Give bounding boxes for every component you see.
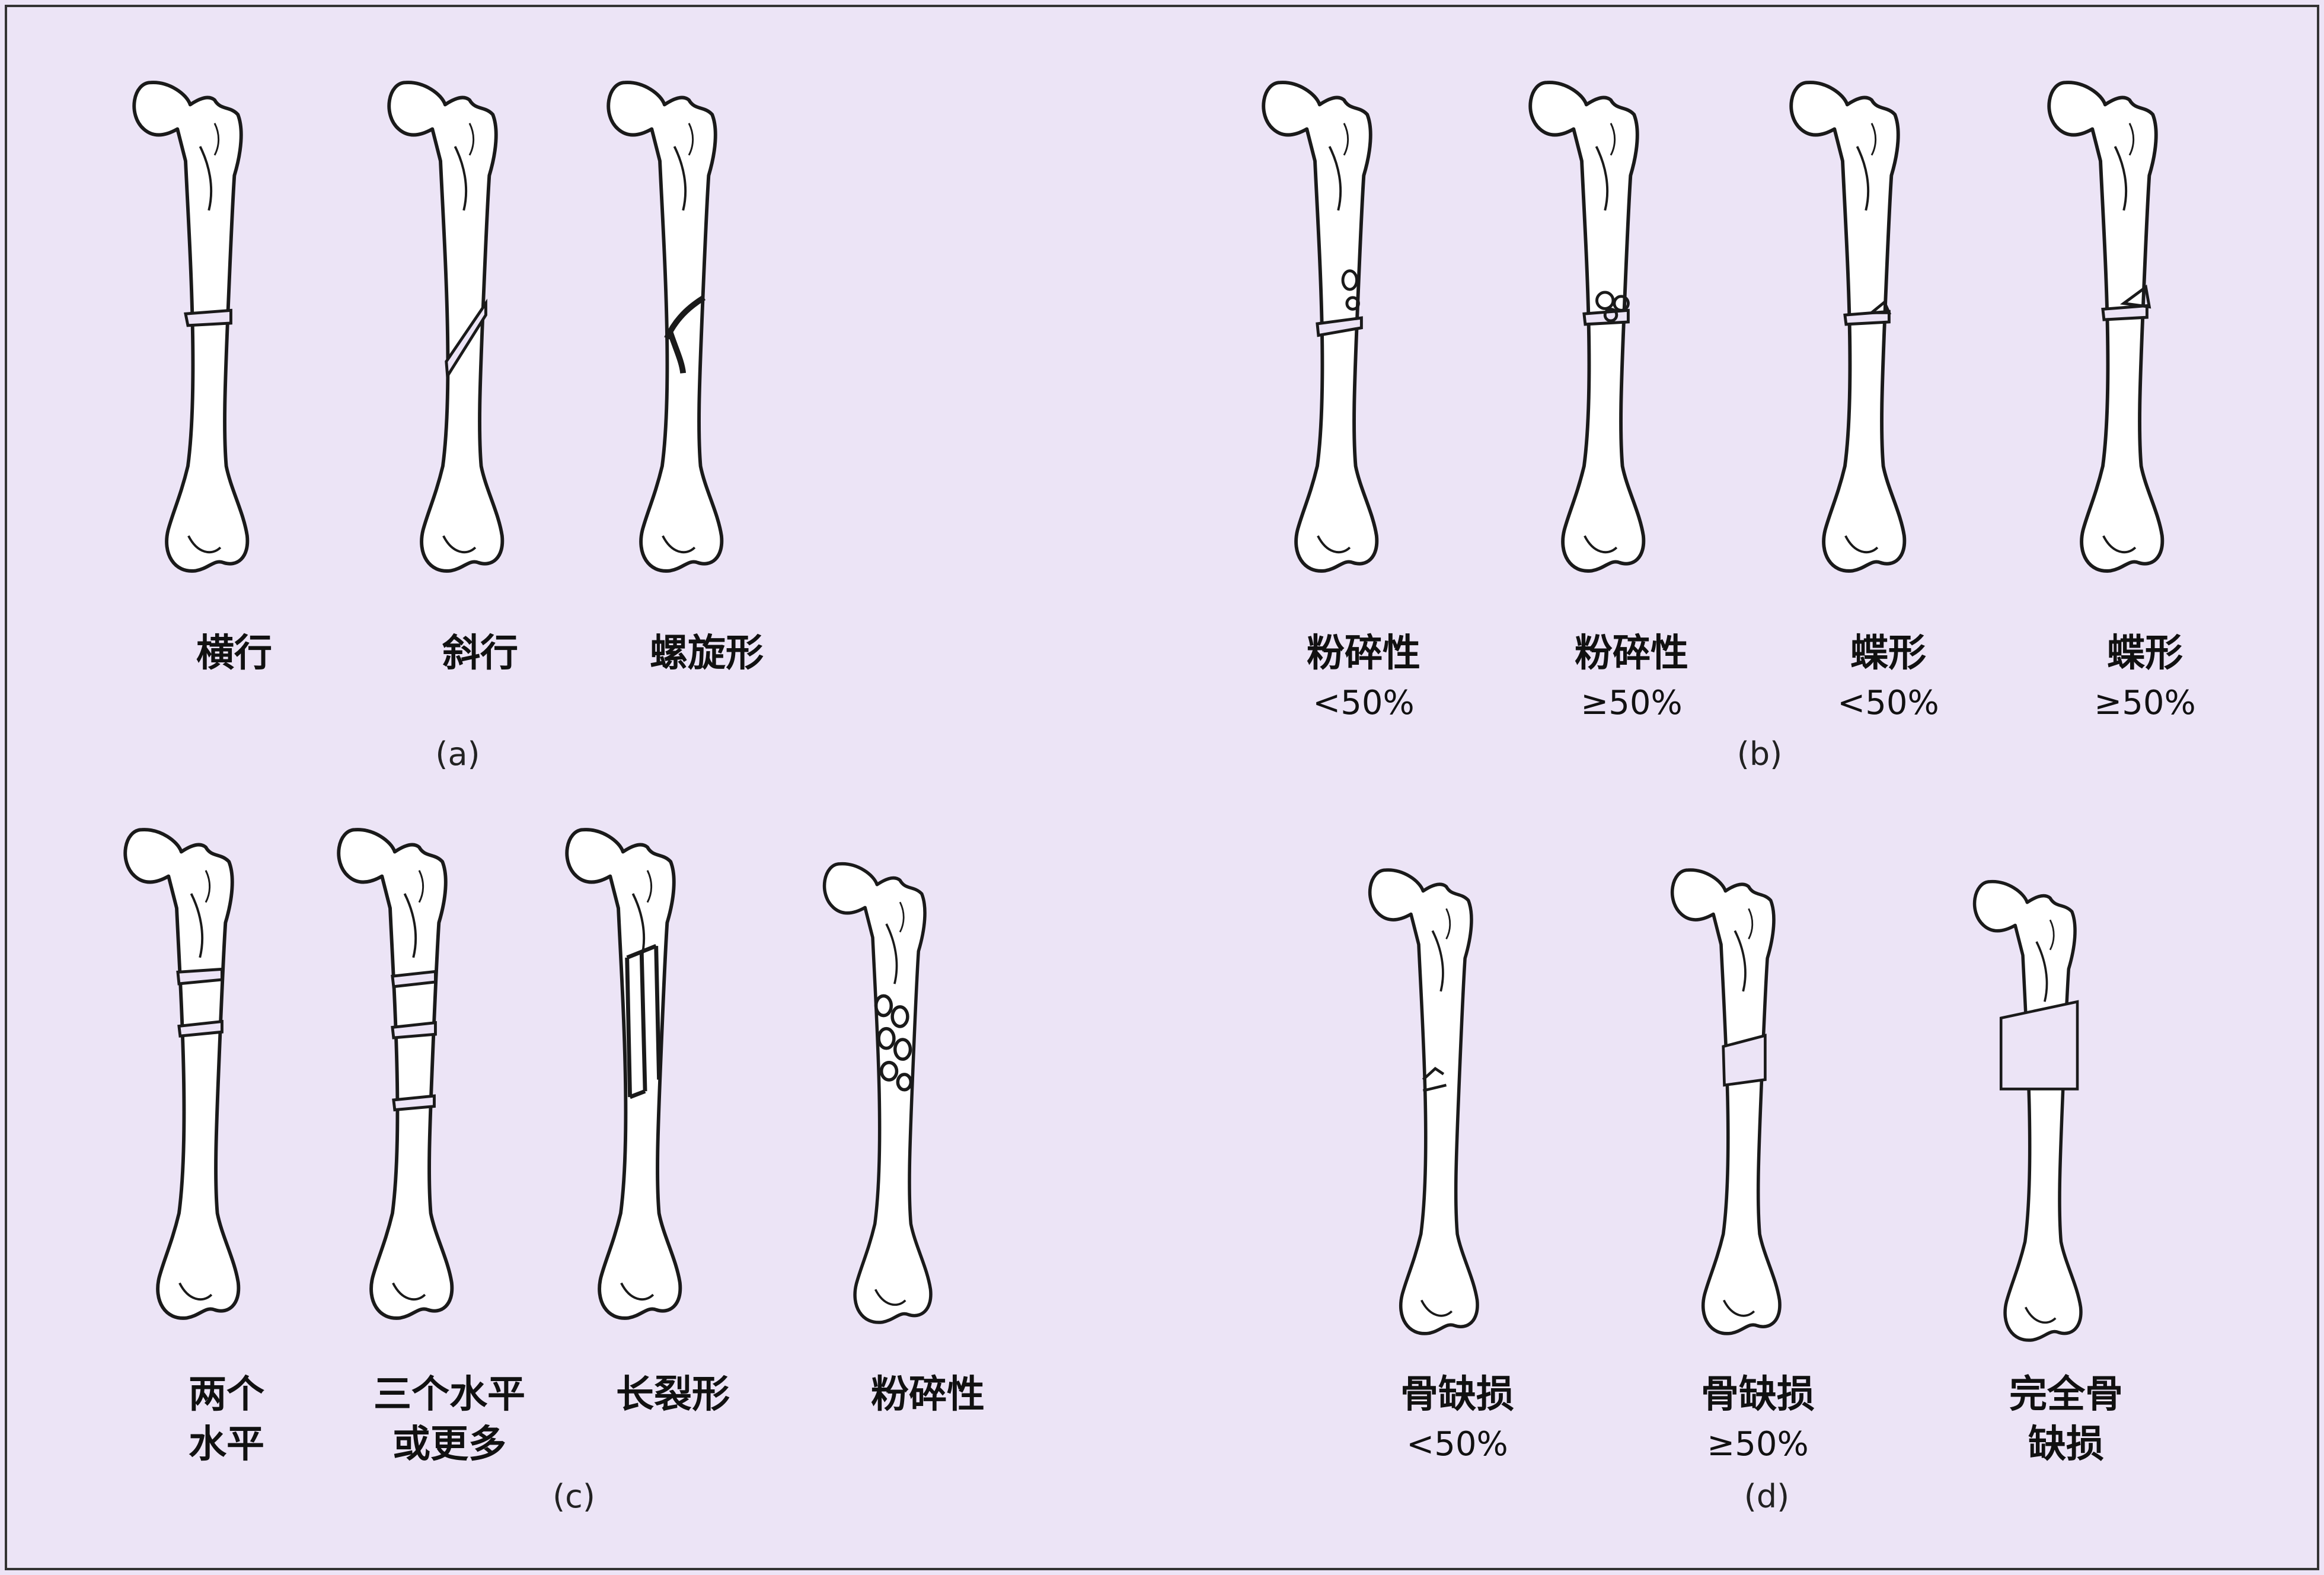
caption-line2: <50% bbox=[1837, 684, 1939, 722]
caption-line1: 两个 bbox=[189, 1373, 264, 1417]
fracture-gap bbox=[2101, 304, 2149, 321]
caption-oblique: 斜行 bbox=[442, 632, 518, 675]
femur-two-level bbox=[125, 830, 238, 1318]
caption-comminuted: 粉碎性 bbox=[871, 1370, 985, 1420]
spiral-fracture-line bbox=[664, 295, 706, 374]
panel-label-a: (a) bbox=[435, 735, 480, 773]
femur-butterfly-ge50 bbox=[2049, 82, 2162, 571]
caption-line1: 粉碎性 bbox=[871, 1373, 985, 1417]
caption-line2: <50% bbox=[1406, 1425, 1508, 1464]
caption-butterfly-ge50: 蝶形 ≥50% bbox=[2094, 629, 2195, 728]
comminuted-fragment bbox=[1341, 269, 1360, 311]
femur-oblique bbox=[389, 82, 502, 571]
caption-complete-bone-defect: 完全骨 缺损 bbox=[2009, 1370, 2123, 1469]
caption-line2: ≥50% bbox=[1707, 1425, 1809, 1464]
caption-butterfly-lt50: 蝶形 <50% bbox=[1837, 629, 1939, 728]
femur-defect-ge50 bbox=[1672, 870, 1780, 1334]
caption-spiral: 螺旋形 bbox=[650, 632, 764, 675]
femur-three-level bbox=[339, 830, 452, 1318]
femur-longitudinal-split bbox=[567, 830, 680, 1318]
caption-bone-defect-lt50: 骨缺损 <50% bbox=[1400, 1370, 1514, 1469]
fracture-gap bbox=[391, 1021, 437, 1040]
fracture-gap bbox=[1316, 316, 1363, 337]
caption-line1: 蝶形 bbox=[2106, 632, 2183, 675]
caption-comminuted-lt50: 粉碎性 <50% bbox=[1307, 629, 1420, 728]
caption-line1: 三个水平 bbox=[374, 1373, 525, 1417]
butterfly-fragment bbox=[2119, 284, 2151, 309]
femur-comminuted-multi bbox=[825, 864, 931, 1322]
fracture-gap bbox=[391, 970, 437, 989]
caption-transverse: 横行 bbox=[196, 632, 272, 675]
fracture-gap bbox=[1722, 1034, 1767, 1087]
caption-line1: 粉碎性 bbox=[1307, 632, 1420, 675]
femur-complete-defect bbox=[1975, 882, 2081, 1340]
longitudinal-split-line bbox=[625, 944, 662, 1099]
fracture-gap bbox=[392, 1094, 436, 1112]
caption-line2: 或更多 bbox=[392, 1423, 506, 1466]
caption-line1: 粉碎性 bbox=[1575, 632, 1688, 675]
fracture-gap bbox=[177, 1019, 224, 1038]
caption-line2: 水平 bbox=[189, 1423, 264, 1466]
bone-defect-line bbox=[1422, 1067, 1447, 1092]
panel-label-c: (c) bbox=[553, 1478, 595, 1515]
fracture-gap bbox=[176, 967, 224, 986]
fracture-gap bbox=[184, 308, 232, 327]
caption-line1: 骨缺损 bbox=[1701, 1373, 1815, 1417]
panel-label-d: (d) bbox=[1744, 1478, 1790, 1515]
caption-three-level-or-more: 三个水平 或更多 bbox=[374, 1370, 525, 1469]
caption-line1: 完全骨 bbox=[2009, 1373, 2123, 1417]
panel-label-b: (b) bbox=[1736, 735, 1783, 773]
femur-comminuted-ge50 bbox=[1530, 82, 1643, 571]
caption-line1: 骨缺损 bbox=[1400, 1373, 1514, 1417]
caption-line2: <50% bbox=[1313, 684, 1415, 722]
fracture-gap bbox=[445, 298, 487, 381]
caption-longitudinal-split: 长裂形 bbox=[616, 1370, 730, 1420]
femur-defect-lt50 bbox=[1370, 870, 1477, 1334]
caption-two-level: 两个 水平 bbox=[189, 1370, 264, 1469]
caption-comminuted-ge50: 粉碎性 ≥50% bbox=[1575, 629, 1688, 728]
caption-line1: 长裂形 bbox=[616, 1373, 730, 1417]
comminuted-fragment bbox=[1595, 291, 1630, 323]
caption-line1: 蝶形 bbox=[1850, 632, 1926, 675]
femur-butterfly-lt50 bbox=[1791, 82, 1904, 571]
butterfly-fragment bbox=[1868, 299, 1892, 314]
femur-spiral bbox=[608, 82, 722, 571]
caption-line2: ≥50% bbox=[2094, 684, 2196, 722]
fracture-gap bbox=[1999, 1000, 2079, 1091]
caption-line2: ≥50% bbox=[1581, 684, 1683, 722]
caption-bone-defect-ge50: 骨缺损 ≥50% bbox=[1701, 1370, 1815, 1469]
comminuted-fragment bbox=[874, 994, 913, 1092]
caption-line2: 缺损 bbox=[2028, 1423, 2104, 1466]
